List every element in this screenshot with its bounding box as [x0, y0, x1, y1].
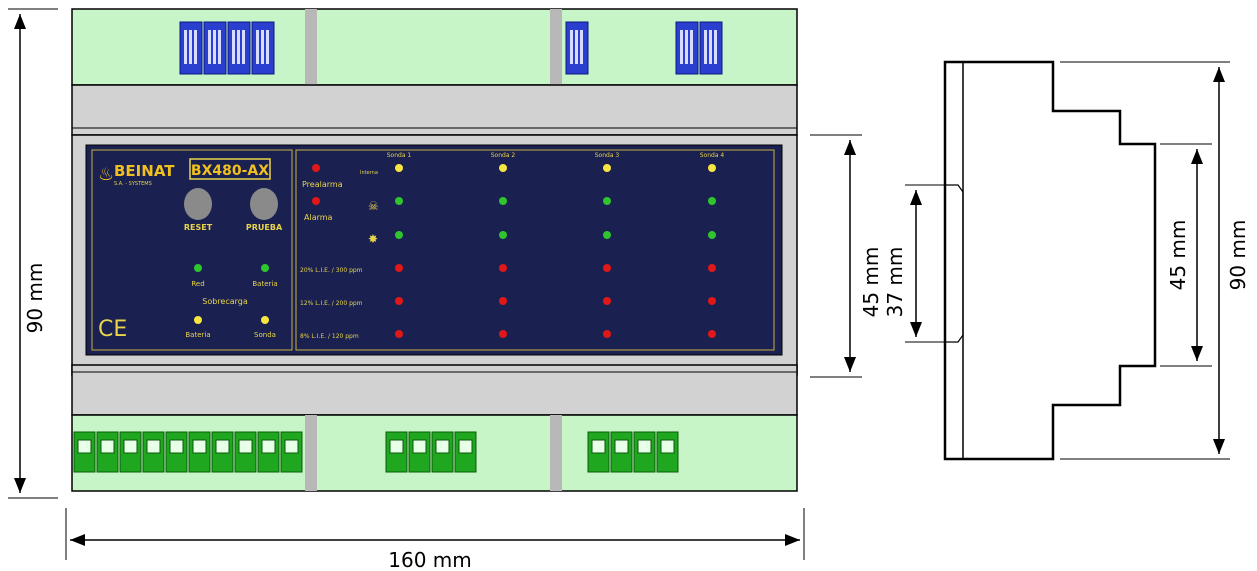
- sonda-led: [395, 164, 403, 172]
- level-labels: 20% L.I.E. / 300 ppm 12% L.I.E. / 200 ppm…: [300, 267, 363, 340]
- sobrecarga-sonda-led: [261, 316, 269, 324]
- din-rail-clip: [945, 184, 964, 343]
- sobrecarga-label: Sobrecarga: [202, 297, 248, 306]
- height-dim-label: 90 mm: [23, 263, 47, 334]
- front-view: ♨ BEINAT S.A. - SYSTEMS BX480-AX RESET P…: [71, 8, 798, 492]
- front-dimensions: 90 mm 160 mm: [8, 8, 805, 571]
- reset-button[interactable]: [184, 188, 212, 220]
- bateria-label: Bateria: [252, 280, 277, 288]
- alarma-label: Alarma: [304, 213, 333, 222]
- sonda-led: [708, 164, 716, 172]
- sonda-header: Sonda 3: [595, 152, 620, 159]
- terminal-group-1: [73, 431, 303, 473]
- sonda-led: [395, 264, 403, 272]
- alarma-indicator: [312, 197, 320, 205]
- side-view: 37 mm 45 mm 45 mm 90 mm: [810, 60, 1250, 461]
- sonda-led: [603, 197, 611, 205]
- sonda-led: [395, 330, 403, 338]
- bottom-divider-left: [305, 415, 317, 491]
- flame-icon: ♨: [98, 164, 114, 185]
- explosive-icon: ✸: [368, 232, 378, 246]
- sonda-led: [708, 197, 716, 205]
- model-box: [189, 158, 271, 180]
- sonda-header: Sonda 1: [387, 152, 412, 159]
- level-label: 20% L.I.E. / 300 ppm: [300, 267, 363, 274]
- brand-subtitle: S.A. - SYSTEMS: [114, 181, 152, 187]
- prueba-button[interactable]: [250, 188, 278, 220]
- control-panel-right-frame: [295, 149, 775, 351]
- sonda-led: [603, 297, 611, 305]
- width-dim-label: 160 mm: [388, 548, 472, 571]
- sobrecarga-sonda-label: Sonda: [254, 331, 276, 339]
- reset-label: RESET: [184, 223, 213, 232]
- sonda-led: [395, 197, 403, 205]
- sonda-led: [708, 231, 716, 239]
- terminal-group-2: [385, 431, 477, 473]
- sonda-headers: Sonda 1 Sonda 2 Sonda 3 Sonda 4: [387, 152, 725, 159]
- top-divider-left: [305, 9, 317, 85]
- control-panel-left-frame: [91, 149, 293, 351]
- sobrecarga-bateria-label: Bateria: [185, 331, 210, 339]
- top-divider-right: [550, 9, 562, 85]
- sonda-led: [499, 231, 507, 239]
- model-label: BX480-AX: [191, 163, 269, 179]
- sonda-led: [603, 330, 611, 338]
- bateria-led: [261, 264, 269, 272]
- sonda-led: [603, 231, 611, 239]
- panel-dim-label: 45 mm: [859, 247, 883, 318]
- sonda-led: [499, 164, 507, 172]
- sobrecarga-bateria-led: [194, 316, 202, 324]
- sonda-led: [395, 231, 403, 239]
- side-step-dim-label: 45 mm: [1166, 220, 1190, 291]
- sonda-led: [603, 264, 611, 272]
- dip-switch-group-3: [675, 21, 723, 75]
- sonda-header: Sonda 4: [700, 152, 725, 159]
- sonda-led: [708, 297, 716, 305]
- sonda-led: [499, 197, 507, 205]
- led-grid: [395, 164, 716, 338]
- sonda-led: [499, 297, 507, 305]
- sonda-led: [603, 164, 611, 172]
- ce-mark: CE: [98, 317, 127, 342]
- lower-rail: [71, 364, 798, 416]
- bottom-divider-right: [550, 415, 562, 491]
- sonda-header: Sonda 2: [491, 152, 516, 159]
- prealarma-label: Prealarma: [302, 180, 343, 189]
- red-led: [194, 264, 202, 272]
- level-label: 12% L.I.E. / 200 ppm: [300, 300, 363, 307]
- prealarma-indicator: [312, 164, 320, 172]
- sonda-led: [499, 330, 507, 338]
- prueba-label: PRUEBA: [246, 223, 283, 232]
- toxic-icon: ☠: [368, 199, 379, 213]
- sonda-led: [708, 330, 716, 338]
- side-total-dim-label: 90 mm: [1226, 220, 1250, 291]
- side-profile: [943, 60, 1157, 461]
- sonda-led: [499, 264, 507, 272]
- red-label: Red: [191, 280, 204, 288]
- terminal-group-3: [587, 431, 679, 473]
- brand-logo: BEINAT: [114, 162, 175, 180]
- dip-switch-group-1: [179, 21, 275, 75]
- interna-label: Interna: [360, 170, 378, 176]
- level-label: 8% L.I.E. / 120 ppm: [300, 333, 359, 340]
- rail-dim-label: 37 mm: [883, 247, 907, 318]
- upper-rail: [71, 84, 798, 136]
- sonda-led: [395, 297, 403, 305]
- dip-switch-group-2: [565, 21, 589, 75]
- sonda-led: [708, 264, 716, 272]
